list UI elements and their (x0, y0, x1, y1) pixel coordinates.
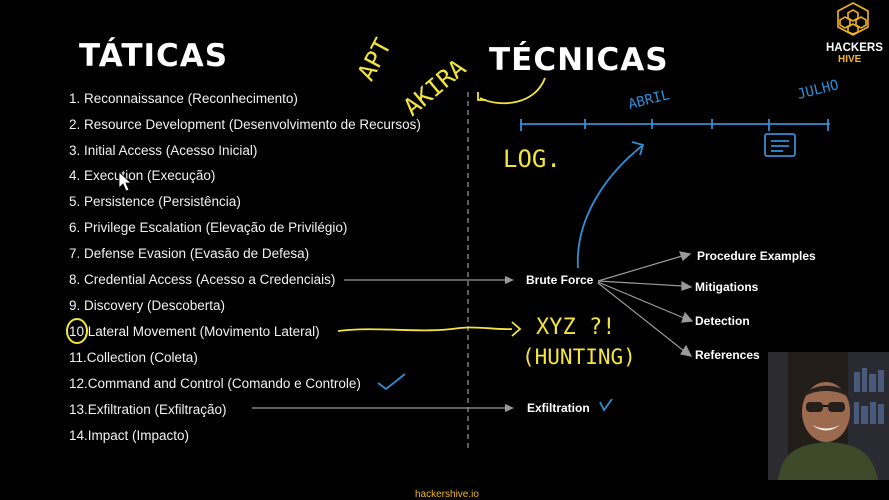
highlight-circle (66, 318, 88, 344)
tactic-item-command-and-control: 12.Command and Control (Comando e Contro… (69, 376, 361, 391)
tactic-item-reconnaissance: 1. Reconnaissance (Reconhecimento) (69, 91, 298, 106)
annotation-hunting: (HUNTING) (522, 345, 636, 369)
webcam-overlay (768, 352, 889, 480)
tactic-item-persistence: 5. Persistence (Persistência) (69, 194, 241, 209)
branch-mitigations: Mitigations (695, 280, 759, 294)
tactic-item-credential-access: 8. Credential Access (Acesso a Credencia… (69, 272, 336, 287)
mouse-cursor-icon (118, 171, 133, 192)
tactic-item-impact: 14.Impact (Impacto) (69, 428, 190, 443)
check-c2 (377, 373, 406, 391)
presenter-video (768, 352, 889, 480)
tactic-item-initial-access: 3. Initial Access (Acesso Inicial) (69, 143, 258, 158)
tactic-item-lateral-movement: 10.Lateral Movement (Movimento Lateral) (69, 324, 320, 339)
technique-exfiltration: Exfiltration (527, 401, 590, 415)
branch-procedure-examples: Procedure Examples (697, 249, 816, 263)
logo-line2: HIVE (838, 54, 862, 65)
tactics-heading: TÁTICAS (79, 38, 229, 74)
branch-references: References (695, 348, 760, 362)
tactic-item-exfiltration: 13.Exfiltration (Exfiltração) (69, 402, 227, 417)
footer-url: hackershive.io (415, 489, 479, 500)
annotation-log: LOG. (503, 145, 561, 173)
tactic-item-collection: 11.Collection (Coleta) (69, 350, 198, 365)
check-exfiltration (599, 398, 613, 412)
timeline (520, 119, 830, 269)
branch-detection: Detection (695, 314, 750, 328)
tactic-item-execution: 4. Execution (Execução) (69, 168, 216, 183)
logo-line1: HACKERS (826, 42, 883, 54)
arrow-lateral-to-xyz (337, 326, 513, 332)
tactic-item-discovery: 9. Discovery (Descoberta) (69, 298, 226, 313)
tactic-item-defense-evasion: 7. Defense Evasion (Evasão de Defesa) (69, 246, 310, 261)
techniques-heading: TÉCNICAS (489, 42, 669, 78)
brute-force-branches (597, 251, 694, 357)
annotation-xyz: XYZ ?! (536, 315, 616, 340)
tactic-item-privilege-escalation: 6. Privilege Escalation (Elevação de Pri… (69, 220, 348, 235)
technique-brute-force: Brute Force (526, 273, 594, 287)
tactic-item-resource-development: 2. Resource Development (Desenvolvimento… (69, 117, 421, 132)
